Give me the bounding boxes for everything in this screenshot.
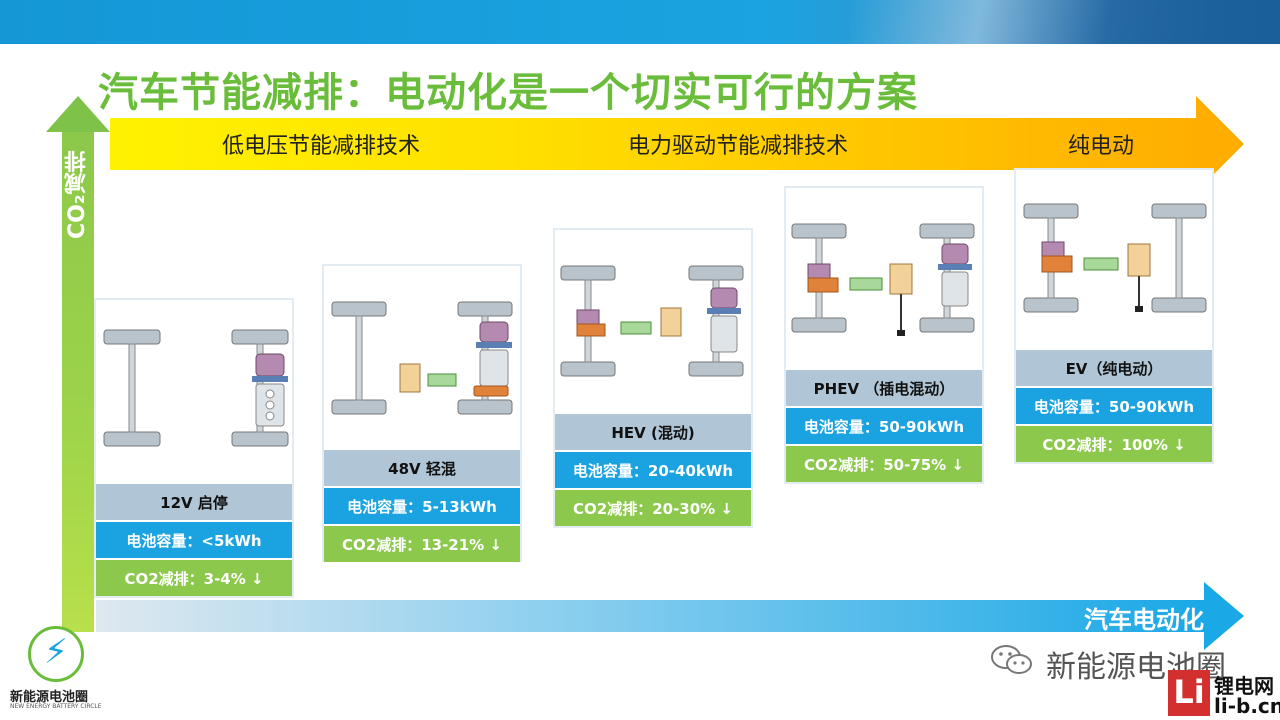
battery-capacity: 电池容量：5-13kWh <box>324 488 520 524</box>
co2-reduction: CO2减排：20-30% ↓ <box>555 490 751 526</box>
card-name: PHEV （插电混动） <box>786 370 982 406</box>
card-name: EV（纯电动） <box>1016 350 1212 386</box>
battery-capacity: 电池容量：50-90kWh <box>1016 388 1212 424</box>
battery-capacity: 电池容量：20-40kWh <box>555 452 751 488</box>
page-title: 汽车节能减排：电动化是一个切实可行的方案 <box>98 70 918 116</box>
logo-subtitle: NEW ENERGY BATTERY CIRCLE <box>10 703 102 710</box>
electrification-axis-label: 汽车电动化 <box>1084 606 1204 634</box>
electrification-axis-arrow <box>96 600 1206 632</box>
co2-reduction: CO2减排：50-75% ↓ <box>786 446 982 482</box>
battery-capacity: 电池容量：<5kWh <box>96 522 292 558</box>
site-url: li-b.cn <box>1214 694 1280 718</box>
stage-pure-electric: 纯电动 <box>1068 134 1135 159</box>
stage-arrow <box>110 118 1200 170</box>
powertrain-diagram-48v <box>331 301 513 415</box>
top-banner-accent <box>850 0 1280 44</box>
powertrain-diagram-12v <box>103 329 289 447</box>
co2-reduction: CO2减排：100% ↓ <box>1016 426 1212 462</box>
logo-name: 新能源电池圈 <box>10 690 89 705</box>
card-name: HEV (混动) <box>555 414 751 450</box>
co2-reduction: CO2减排：3-4% ↓ <box>96 560 292 596</box>
card-ev: EV（纯电动） 电池容量：50-90kWh CO2减排：100% ↓ <box>1014 168 1214 464</box>
li-b-logo-letter: Li <box>1173 673 1205 711</box>
battery-circle-logo <box>28 626 84 682</box>
card-name: 48V 轻混 <box>324 450 520 486</box>
co2-axis-arrowhead <box>46 96 110 132</box>
electrification-axis-arrowhead <box>1204 582 1244 650</box>
stage-electric-drive: 电力驱动节能减排技术 <box>628 134 849 159</box>
li-b-logo <box>1168 670 1210 716</box>
card-hev: HEV (混动) 电池容量：20-40kWh CO2减排：20-30% ↓ <box>553 228 753 528</box>
wechat-icon <box>991 645 1032 674</box>
stage-low-voltage: 低电压节能减排技术 <box>222 134 421 159</box>
powertrain-diagram-phev <box>791 223 975 336</box>
battery-capacity: 电池容量：50-90kWh <box>786 408 982 444</box>
powertrain-diagram-hev <box>560 265 744 377</box>
co2-axis-label: CO₂减排 <box>65 150 90 240</box>
lightning-bolt-icon: ⚡ <box>44 632 68 672</box>
card-phev: PHEV （插电混动） 电池容量：50-90kWh CO2减排：50-75% ↓ <box>784 186 984 484</box>
card-12v: 12V 启停 电池容量：<5kWh CO2减排：3-4% ↓ <box>94 298 294 598</box>
card-name: 12V 启停 <box>96 484 292 520</box>
co2-reduction: CO2减排：13-21% ↓ <box>324 526 520 562</box>
card-48v: 48V 轻混 电池容量：5-13kWh CO2减排：13-21% ↓ <box>322 264 522 562</box>
powertrain-diagram-ev <box>1023 203 1207 313</box>
site-name: 锂电网 <box>1214 674 1274 698</box>
co2-axis-arrow <box>62 130 94 632</box>
